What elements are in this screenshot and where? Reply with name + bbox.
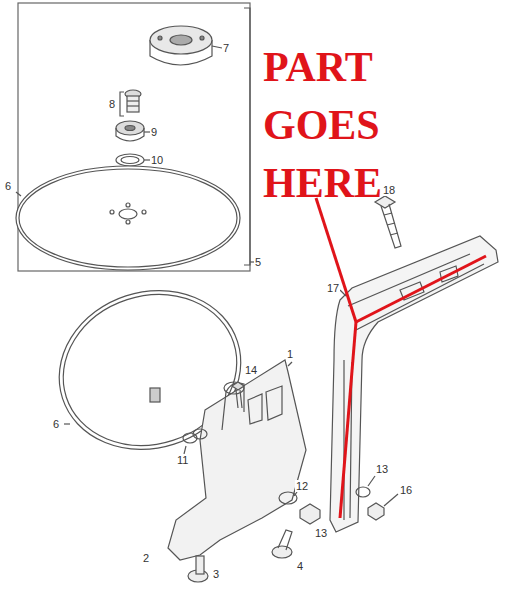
callout-number: 6 xyxy=(4,180,12,192)
shank xyxy=(330,236,498,532)
callout-number: 11 xyxy=(176,454,189,466)
callout-number: 8 xyxy=(108,98,116,110)
callout-number: 17 xyxy=(326,282,340,294)
callout-number: 5 xyxy=(254,256,262,268)
leader-line xyxy=(384,494,398,506)
callout-number: 16 xyxy=(399,484,413,496)
callout-number: 18 xyxy=(382,184,396,196)
hub xyxy=(150,26,222,65)
bolt xyxy=(120,90,141,116)
nut xyxy=(300,504,320,524)
ring xyxy=(116,154,150,166)
callout-number: 3 xyxy=(212,568,220,580)
callout-number: 13 xyxy=(375,463,389,475)
bolt xyxy=(188,556,208,582)
leader-line xyxy=(368,476,375,486)
leader-line xyxy=(294,492,297,496)
bracket-frame xyxy=(168,360,306,560)
red-markup xyxy=(316,198,486,518)
washer xyxy=(279,492,297,504)
disc-blade xyxy=(16,166,240,270)
bolt xyxy=(232,382,244,408)
callout-number: 10 xyxy=(150,154,164,166)
callout-number: 9 xyxy=(150,126,158,138)
callout-number: 4 xyxy=(296,560,304,572)
callout-number: 12 xyxy=(295,480,309,492)
callout-number: 2 xyxy=(142,552,150,564)
washer xyxy=(183,429,207,454)
callout-number: 14 xyxy=(244,364,258,376)
bolt xyxy=(272,530,292,558)
callout-number: 1 xyxy=(286,348,294,360)
callout-number: 6 xyxy=(52,418,60,430)
group-bracket xyxy=(244,8,250,265)
nut xyxy=(368,503,384,520)
bearing xyxy=(116,121,150,141)
callout-number: 7 xyxy=(222,42,230,54)
callout-number: 13 xyxy=(314,527,328,539)
washer xyxy=(356,487,370,497)
